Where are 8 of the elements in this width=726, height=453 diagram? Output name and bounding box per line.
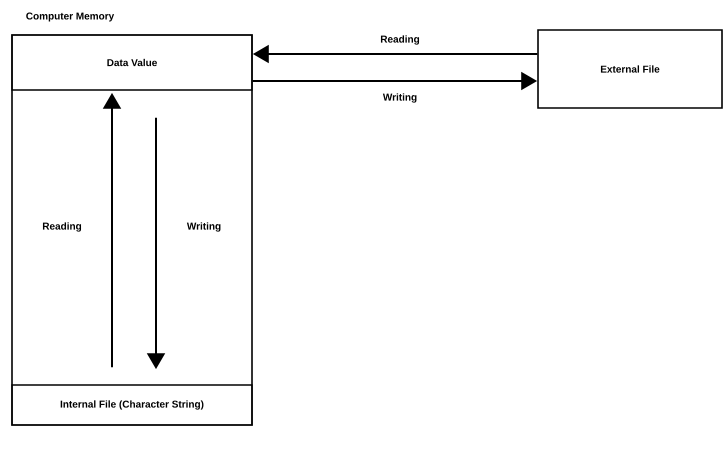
cell: Internal File (Character String)	[11, 384, 253, 426]
edge-label: Reading	[379, 34, 421, 46]
node-label: Computer Memory	[26, 12, 114, 22]
edge-label: Writing	[382, 92, 418, 104]
edge-label: Reading	[41, 221, 83, 233]
edge-label: Writing	[186, 221, 222, 233]
file-box: External File	[537, 29, 723, 109]
cell: Data Value	[11, 34, 253, 91]
